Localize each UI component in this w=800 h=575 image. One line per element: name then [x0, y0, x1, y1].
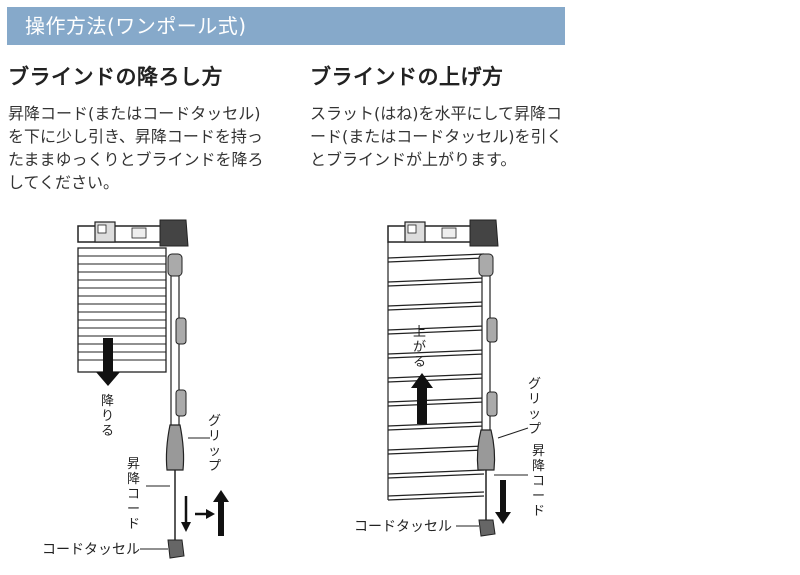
raising-body: スラット(はね)を水平にして昇降コード(またはコードタッセル)を引くとブラインド… [310, 104, 563, 169]
svg-text:ド: ド [127, 517, 140, 532]
svg-text:リ: リ [528, 392, 541, 407]
raising-section: ブラインドの上げ方 スラット(はね)を水平にして昇降コード(またはコードタッセル… [310, 62, 575, 171]
raising-arrow-label: 上 が る [413, 325, 426, 370]
control-pole [167, 253, 187, 429]
lowering-grip-label: グ リ ッ プ [208, 414, 221, 474]
svg-text:る: る [413, 355, 426, 370]
raising-blind-illustration [387, 219, 529, 537]
raising-title: ブラインドの上げ方 [310, 65, 504, 89]
svg-text:ー: ー [127, 502, 140, 517]
svg-text:コ: コ [532, 474, 545, 489]
lowering-tassel-label: コードタッセル [42, 542, 140, 558]
svg-text:降: 降 [532, 459, 545, 474]
head-rail [77, 219, 189, 247]
lowering-body: 昇降コード(またはコードタッセル)を下に少し引き、昇降コードを持ったままゆっくり… [8, 104, 264, 192]
pull-down-arrow-icon [495, 480, 511, 524]
svg-text:ッ: ッ [208, 444, 221, 459]
svg-text:ッ: ッ [528, 407, 541, 422]
svg-text:ー: ー [532, 489, 545, 504]
raising-cord-label: 昇 降 コ ー ド [532, 444, 545, 519]
svg-text:プ: プ [528, 422, 541, 437]
svg-text:コ: コ [127, 487, 140, 502]
svg-text:プ: プ [208, 459, 221, 474]
grip [165, 424, 185, 471]
cord-tassel [167, 539, 185, 559]
lowering-section: ブラインドの降ろし方 昇降コード(またはコードタッセル)を下に少し引き、昇降コー… [8, 62, 276, 194]
down-arrow-icon [96, 338, 120, 386]
raising-tassel-label: コードタッセル [354, 519, 452, 535]
control-pole [478, 253, 498, 434]
svg-text:降: 降 [101, 394, 114, 409]
slats [77, 247, 167, 373]
svg-text:グ: グ [208, 414, 221, 429]
grip [476, 429, 496, 471]
svg-text:グ: グ [528, 377, 541, 392]
svg-text:降: 降 [127, 472, 140, 487]
svg-text:り: り [101, 409, 114, 424]
lowering-cord-label: 昇 降 コ ー ド [127, 457, 140, 532]
raising-grip-label: グ リ ッ プ [528, 377, 541, 437]
svg-text:が: が [413, 340, 426, 355]
head-rail [387, 219, 499, 247]
grip-leader-line [497, 427, 529, 439]
section-header: 操作方法(ワンポール式) [7, 7, 565, 45]
svg-text:リ: リ [208, 429, 221, 444]
cord-tassel [478, 519, 496, 537]
lowering-title: ブラインドの降ろし方 [8, 65, 223, 89]
svg-text:上: 上 [413, 325, 426, 340]
up-arrow-icon [411, 373, 433, 424]
header-title: 操作方法(ワンポール式) [25, 14, 247, 38]
lowering-blind-illustration [77, 219, 229, 559]
svg-text:昇: 昇 [532, 444, 545, 459]
lowering-arrow-label: 降 り る [101, 394, 114, 439]
slats [387, 242, 485, 501]
svg-text:る: る [101, 424, 114, 439]
svg-text:昇: 昇 [127, 457, 140, 472]
pull-arrows-icon [181, 490, 229, 536]
svg-text:ド: ド [532, 504, 545, 519]
